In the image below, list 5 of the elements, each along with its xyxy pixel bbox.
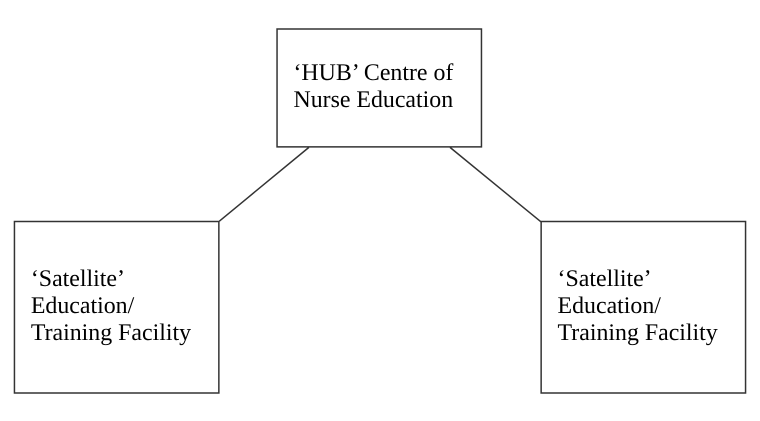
node-box: ‘Satellite’ Education/ Training Facility <box>14 220 220 394</box>
node-box: ‘Satellite’ Education/ Training Facility <box>540 220 746 394</box>
connector <box>450 146 542 222</box>
node-box: ‘HUB’ Centre of Nurse Education <box>276 28 482 148</box>
connector <box>218 146 310 222</box>
